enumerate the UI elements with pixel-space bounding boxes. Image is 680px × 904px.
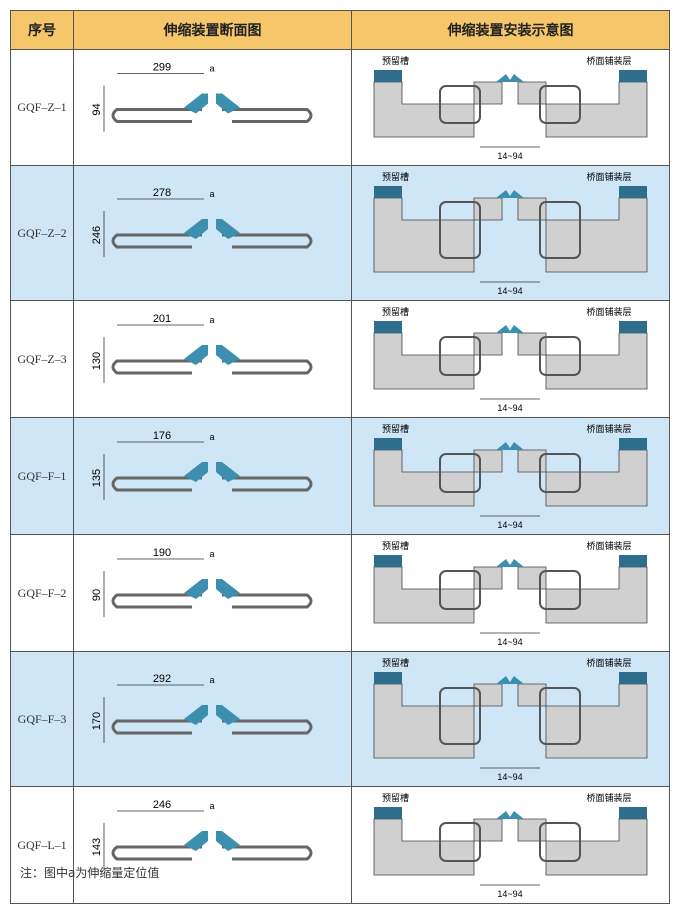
- model-code: GQF–F–3: [10, 651, 74, 787]
- section-diagram: 176 a 135: [91, 430, 313, 500]
- section-diagram: 246 a 143: [91, 799, 313, 869]
- width-dimension: 299: [153, 62, 171, 74]
- height-dimension: 94: [91, 103, 103, 115]
- install-diagram-cell: 预留槽 桥面铺装层 14~94: [351, 534, 670, 652]
- table-row: GQF–F–2 190 a 90 预留槽 桥面铺装层 14~94: [10, 534, 670, 652]
- a-label: a: [209, 189, 214, 199]
- table-row: GQF–F–3 292 a 170 预留槽 桥面铺装层 14~94: [10, 651, 670, 787]
- section-diagram: 278 a 246: [91, 187, 313, 257]
- table-row: GQF–Z–2 278 a 246 预留槽 桥面铺装层 14~94: [10, 165, 670, 301]
- install-diagram: 预留槽 桥面铺装层 14~94: [373, 423, 648, 530]
- section-diagram-cell: 292 a 170: [73, 651, 352, 787]
- install-diagram-cell: 预留槽 桥面铺装层 14~94: [351, 49, 670, 166]
- pavement-label: 桥面铺装层: [586, 792, 631, 804]
- model-code: GQF–Z–2: [10, 165, 74, 301]
- section-diagram-cell: 299 a 94: [73, 49, 352, 166]
- a-label: a: [209, 315, 214, 325]
- a-label: a: [209, 675, 214, 685]
- table-row: GQF–F–1 176 a 135 预留槽 桥面铺装层 14~94: [10, 417, 670, 535]
- groove-label: 预留槽: [382, 423, 409, 435]
- install-diagram: 预留槽 桥面铺装层 14~94: [373, 55, 648, 161]
- model-code: GQF–L–1: [10, 786, 74, 904]
- section-diagram-cell: 278 a 246: [73, 165, 352, 301]
- range-label: 14~94: [497, 403, 522, 413]
- range-label: 14~94: [497, 889, 522, 899]
- install-diagram: 预留槽 桥面铺装层 14~94: [373, 792, 648, 899]
- pavement-label: 桥面铺装层: [586, 306, 631, 318]
- section-diagram-cell: 190 a 90: [73, 534, 352, 652]
- install-diagram-cell: 预留槽 桥面铺装层 14~94: [351, 417, 670, 535]
- height-dimension: 90: [91, 589, 103, 601]
- section-diagram: 201 a 130: [91, 313, 313, 383]
- section-diagram-cell: 246 a 143: [73, 786, 352, 904]
- table-row: GQF–Z–3 201 a 130 预留槽 桥面铺装层 14~94: [10, 300, 670, 418]
- width-dimension: 176: [153, 430, 171, 442]
- install-diagram-cell: 预留槽 桥面铺装层 14~94: [351, 165, 670, 301]
- height-dimension: 143: [91, 838, 103, 856]
- range-label: 14~94: [497, 520, 522, 530]
- install-diagram-cell: 预留槽 桥面铺装层 14~94: [351, 300, 670, 418]
- section-diagram: 190 a 90: [91, 547, 313, 617]
- height-dimension: 135: [91, 469, 103, 487]
- footnote: 注：图中a为伸缩量定位值: [20, 866, 160, 880]
- range-label: 14~94: [497, 286, 522, 296]
- install-diagram-cell: 预留槽 桥面铺装层 14~94: [351, 651, 670, 787]
- install-diagram-cell: 预留槽 桥面铺装层 14~94: [351, 786, 670, 904]
- a-label: a: [209, 432, 214, 442]
- width-dimension: 246: [153, 799, 171, 811]
- model-code: GQF–Z–1: [10, 49, 74, 166]
- pavement-label: 桥面铺装层: [586, 423, 631, 435]
- table-row: GQF–L–1 246 a 143 预留槽 桥面铺装层 14~94: [10, 786, 670, 904]
- width-dimension: 190: [153, 547, 171, 559]
- install-diagram: 预留槽 桥面铺装层 14~94: [373, 306, 648, 413]
- section-diagram-cell: 176 a 135: [73, 417, 352, 535]
- install-diagram: 预留槽 桥面铺装层 14~94: [373, 171, 648, 296]
- groove-label: 预留槽: [382, 657, 409, 669]
- height-dimension: 130: [91, 352, 103, 370]
- section-diagram-cell: 201 a 130: [73, 300, 352, 418]
- header-install: 伸缩装置安装示意图: [351, 10, 670, 50]
- width-dimension: 201: [153, 313, 171, 325]
- groove-label: 预留槽: [382, 306, 409, 318]
- table-header: 序号 伸缩装置断面图 伸缩装置安装示意图: [10, 10, 670, 50]
- model-code: GQF–Z–3: [10, 300, 74, 418]
- pavement-label: 桥面铺装层: [586, 55, 631, 67]
- section-diagram: 299 a 94: [91, 62, 313, 132]
- height-dimension: 246: [91, 226, 103, 244]
- model-code: GQF–F–1: [10, 417, 74, 535]
- a-label: a: [209, 801, 214, 811]
- model-code: GQF–F–2: [10, 534, 74, 652]
- header-serial: 序号: [10, 10, 74, 50]
- width-dimension: 278: [153, 187, 171, 199]
- install-diagram: 预留槽 桥面铺装层 14~94: [373, 540, 648, 647]
- section-diagram: 292 a 170: [91, 673, 313, 743]
- pavement-label: 桥面铺装层: [586, 540, 631, 552]
- groove-label: 预留槽: [382, 171, 409, 183]
- groove-label: 预留槽: [382, 792, 409, 804]
- header-section: 伸缩装置断面图: [73, 10, 352, 50]
- table-row: GQF–Z–1 299 a 94 预留槽 桥面铺装层 14~94: [10, 49, 670, 166]
- pavement-label: 桥面铺装层: [586, 657, 631, 669]
- width-dimension: 292: [153, 673, 171, 685]
- groove-label: 预留槽: [382, 55, 409, 67]
- range-label: 14~94: [497, 772, 522, 782]
- a-label: a: [209, 549, 214, 559]
- height-dimension: 170: [91, 712, 103, 730]
- groove-label: 预留槽: [382, 540, 409, 552]
- a-label: a: [209, 64, 214, 74]
- range-label: 14~94: [497, 637, 522, 647]
- pavement-label: 桥面铺装层: [586, 171, 631, 183]
- range-label: 14~94: [497, 151, 522, 161]
- install-diagram: 预留槽 桥面铺装层 14~94: [373, 657, 648, 782]
